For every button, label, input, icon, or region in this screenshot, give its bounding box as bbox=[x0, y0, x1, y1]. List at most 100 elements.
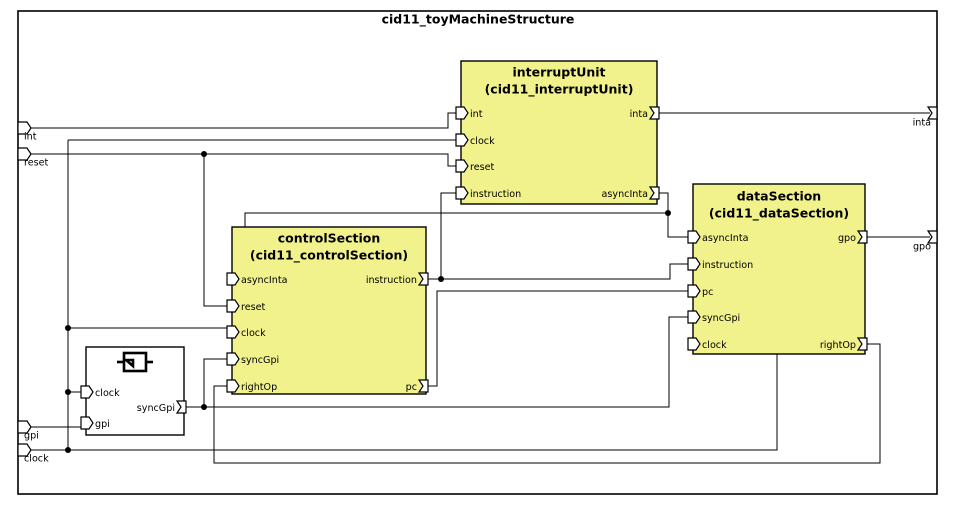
input-port-marker bbox=[687, 310, 701, 324]
block-instance-name: controlSection bbox=[278, 231, 381, 246]
port-label: clock bbox=[95, 388, 120, 399]
wire-clock-trunk bbox=[26, 140, 69, 451]
input-port-marker bbox=[226, 352, 240, 366]
input-port-marker bbox=[226, 272, 240, 286]
block-port-reset[interactable]: reset bbox=[455, 159, 495, 173]
external-port-inta[interactable]: inta bbox=[913, 106, 938, 128]
input-port-marker bbox=[17, 147, 32, 161]
block-body bbox=[692, 183, 866, 355]
block-body bbox=[85, 346, 185, 436]
block-port-reset[interactable]: reset bbox=[226, 299, 266, 313]
output-port-marker bbox=[926, 230, 938, 244]
junction-dot bbox=[65, 325, 71, 331]
input-port-marker bbox=[226, 299, 240, 313]
block-port-int[interactable]: int bbox=[455, 106, 483, 120]
output-port-marker bbox=[856, 230, 868, 244]
junction-dot bbox=[65, 389, 71, 395]
block-port-rightop[interactable]: rightOp bbox=[226, 379, 277, 393]
input-port-marker bbox=[80, 385, 94, 399]
block-instance-name: interruptUnit bbox=[512, 65, 605, 80]
wire-reset-trunk bbox=[26, 153, 69, 328]
block-port-gpi[interactable]: gpi bbox=[80, 416, 110, 430]
external-port-gpo[interactable]: gpo bbox=[913, 230, 938, 252]
block-port-clock[interactable]: clock bbox=[455, 133, 495, 147]
block-port-gpo[interactable]: gpo bbox=[838, 230, 868, 244]
input-port-marker bbox=[687, 257, 701, 271]
input-port-marker bbox=[687, 230, 701, 244]
block-controlsection[interactable]: controlSection (cid11_controlSection) as… bbox=[226, 226, 429, 395]
port-label: instruction bbox=[470, 189, 521, 200]
wire-reset-to-controlsection bbox=[68, 153, 232, 307]
block-body bbox=[231, 226, 427, 395]
block-port-rightop[interactable]: rightOp bbox=[820, 337, 868, 351]
output-port-marker bbox=[417, 379, 429, 393]
output-port-marker bbox=[648, 106, 660, 120]
output-port-marker bbox=[175, 400, 187, 414]
port-label: pc bbox=[406, 382, 417, 393]
block-port-asyncinta[interactable]: asyncInta bbox=[687, 230, 748, 244]
input-port-marker bbox=[455, 159, 469, 173]
block-body bbox=[460, 60, 658, 205]
block-syncunit[interactable]: clock gpi syncGpi bbox=[80, 346, 187, 436]
external-port-label: gpi bbox=[24, 430, 39, 441]
wire-pc-to-datasection bbox=[426, 290, 693, 387]
block-port-instruction[interactable]: instruction bbox=[366, 272, 429, 286]
port-label: asyncInta bbox=[241, 275, 287, 286]
input-port-marker bbox=[226, 325, 240, 339]
port-label: int bbox=[470, 109, 483, 120]
block-port-instruction[interactable]: instruction bbox=[687, 257, 753, 271]
block-port-asyncinta[interactable]: asyncInta bbox=[226, 272, 287, 286]
block-port-clock[interactable]: clock bbox=[80, 385, 120, 399]
block-port-instruction[interactable]: instruction bbox=[455, 186, 521, 200]
output-port-marker bbox=[856, 337, 868, 351]
input-port-marker bbox=[687, 337, 701, 351]
input-port-marker bbox=[455, 186, 469, 200]
input-port-marker bbox=[687, 284, 701, 298]
input-port-marker bbox=[17, 121, 32, 135]
external-port-clock[interactable]: clock bbox=[17, 443, 49, 464]
block-port-syncgpi[interactable]: syncGpi bbox=[226, 352, 279, 366]
port-label: instruction bbox=[366, 275, 417, 286]
block-datasection[interactable]: dataSection (cid11_dataSection) asyncInt… bbox=[687, 183, 868, 355]
external-port-label: clock bbox=[24, 453, 49, 464]
port-label: syncGpi bbox=[702, 313, 740, 324]
port-label: reset bbox=[241, 302, 266, 313]
block-port-asyncinta[interactable]: asyncInta bbox=[602, 186, 660, 200]
port-label: rightOp bbox=[820, 340, 856, 351]
port-label: pc bbox=[702, 287, 713, 298]
external-port-gpi[interactable]: gpi bbox=[17, 420, 39, 441]
external-ports: int reset gpi clock inta bbox=[17, 106, 938, 464]
block-interruptunit[interactable]: interruptUnit (cid11_interruptUnit) int … bbox=[455, 60, 660, 205]
block-port-pc[interactable]: pc bbox=[687, 284, 713, 298]
junction-dot bbox=[201, 151, 207, 157]
junction-dot bbox=[65, 447, 71, 453]
output-port-marker bbox=[926, 106, 938, 120]
block-port-clock[interactable]: clock bbox=[687, 337, 727, 351]
port-label: gpo bbox=[838, 233, 856, 244]
wire-rightop-feedback bbox=[213, 343, 881, 464]
input-port-marker bbox=[80, 416, 94, 430]
external-port-int[interactable]: int bbox=[17, 121, 37, 142]
input-port-marker bbox=[455, 133, 469, 147]
port-label: syncGpi bbox=[241, 355, 279, 366]
register-block-icon bbox=[117, 351, 153, 373]
block-port-pc[interactable]: pc bbox=[406, 379, 429, 393]
block-port-syncgpi[interactable]: syncGpi bbox=[687, 310, 740, 324]
external-port-label: gpo bbox=[913, 241, 931, 252]
junction-dot bbox=[438, 276, 444, 282]
port-label: instruction bbox=[702, 260, 753, 271]
external-port-label: reset bbox=[24, 157, 49, 168]
external-port-reset[interactable]: reset bbox=[17, 147, 49, 168]
block-port-clock[interactable]: clock bbox=[226, 325, 266, 339]
external-port-label: int bbox=[24, 131, 37, 142]
wire-instruction-to-datasection bbox=[441, 263, 693, 280]
port-label: gpi bbox=[95, 419, 110, 430]
block-type-name: (cid11_interruptUnit) bbox=[485, 82, 634, 98]
port-label: inta bbox=[630, 109, 648, 120]
port-label: syncGpi bbox=[137, 403, 175, 414]
block-port-inta[interactable]: inta bbox=[630, 106, 660, 120]
block-port-syncgpi[interactable]: syncGpi bbox=[137, 400, 187, 414]
wire-reset-to-interruptunit bbox=[204, 153, 461, 167]
